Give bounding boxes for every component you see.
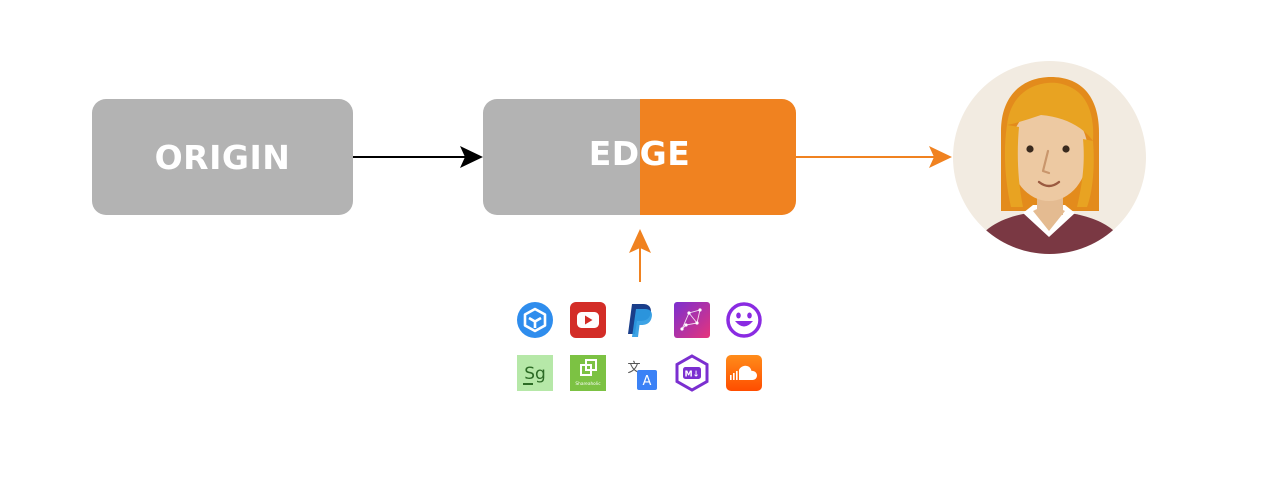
translate-icon: 文 A: [624, 357, 657, 390]
edge-apps-grid: Sg Shareaholic 文 A M↓: [514, 300, 766, 392]
cube-app-icon: [517, 302, 553, 338]
user-avatar-icon: [953, 61, 1146, 254]
origin-label: ORIGIN: [154, 137, 291, 177]
origin-node: ORIGIN: [92, 99, 353, 215]
markdown-icon: M↓: [675, 354, 709, 392]
constellation-app-icon: [674, 302, 710, 338]
sg-app-icon: Sg: [517, 355, 553, 391]
edge-label: EDGE: [588, 133, 691, 173]
edge-to-user-arrow: [796, 146, 952, 168]
soundcloud-icon: [726, 355, 762, 391]
edge-node: EDGE: [483, 99, 796, 215]
svg-text:M↓: M↓: [685, 370, 700, 379]
paypal-icon: [628, 304, 652, 337]
shareaholic-icon: Shareaholic: [570, 355, 606, 391]
apps-to-edge-arrow: [629, 229, 651, 282]
svg-text:Sg: Sg: [524, 364, 546, 384]
youtube-icon: [570, 302, 606, 338]
svg-text:Shareaholic: Shareaholic: [575, 381, 601, 387]
smiley-icon: [726, 302, 762, 338]
svg-text:A: A: [643, 374, 652, 389]
origin-to-edge-arrow: [353, 146, 483, 168]
